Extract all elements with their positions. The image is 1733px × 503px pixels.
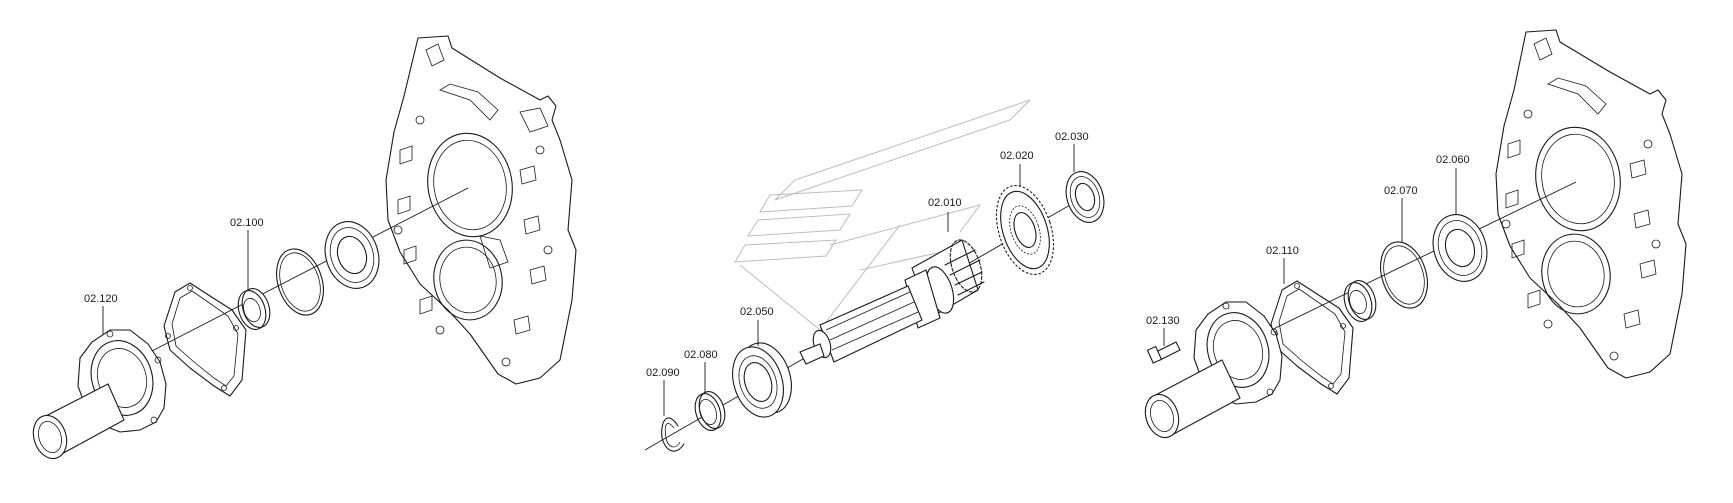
callout-02-020: 02.020 xyxy=(1000,150,1034,186)
right-assembly xyxy=(1144,29,1687,439)
label-02-080: 02.080 xyxy=(684,349,718,361)
callout-02-130: 02.130 xyxy=(1146,315,1180,346)
label-02-090: 02.090 xyxy=(646,367,680,379)
right-shaft-seal xyxy=(1432,214,1488,282)
label-02-110: 02.110 xyxy=(1266,245,1299,257)
right-thin-ring xyxy=(1380,241,1428,309)
center-ring xyxy=(694,391,726,431)
left-thin-ring xyxy=(276,248,324,316)
left-shaft-seal xyxy=(324,221,380,289)
center-snap-ring xyxy=(661,417,685,452)
callout-02-110: 02.110 xyxy=(1266,245,1299,284)
center-assembly xyxy=(644,171,1105,452)
callout-02-050: 02.050 xyxy=(740,306,774,346)
center-bearing xyxy=(732,342,792,418)
watermark-logo xyxy=(734,99,1031,331)
label-02-010: 02.010 xyxy=(928,197,962,209)
callout-02-030: 02.030 xyxy=(1055,131,1089,172)
center-shaft xyxy=(799,239,985,365)
right-axis-line xyxy=(1229,181,1577,351)
right-flange-cover xyxy=(1144,301,1283,439)
label-02-030: 02.030 xyxy=(1055,131,1089,143)
label-02-130: 02.130 xyxy=(1146,315,1180,327)
left-bearing xyxy=(237,288,271,330)
left-flange-cover xyxy=(32,329,167,460)
right-bearing xyxy=(1343,280,1377,322)
callout-02-100: 02.100 xyxy=(230,217,264,290)
left-gasket xyxy=(163,282,247,397)
left-housing-casting xyxy=(385,35,577,385)
callout-02-010: 02.010 xyxy=(928,197,962,232)
callout-02-120: 02.120 xyxy=(84,293,118,334)
right-housing-casting xyxy=(1495,29,1687,379)
label-02-050: 02.050 xyxy=(740,306,774,318)
callout-02-080: 02.080 xyxy=(684,349,718,392)
right-bolt xyxy=(1146,341,1181,364)
label-02-060: 02.060 xyxy=(1436,154,1470,166)
callout-02-060: 02.060 xyxy=(1436,154,1470,214)
callout-02-070: 02.070 xyxy=(1384,185,1418,242)
label-02-100: 02.100 xyxy=(230,217,264,229)
right-gasket xyxy=(1270,280,1354,395)
callout-02-090: 02.090 xyxy=(646,367,680,416)
left-axis-line xyxy=(149,187,469,353)
left-assembly xyxy=(32,35,577,460)
center-gear xyxy=(995,184,1055,276)
label-02-070: 02.070 xyxy=(1384,185,1418,197)
label-02-020: 02.020 xyxy=(1000,150,1034,162)
center-seal xyxy=(1065,171,1105,223)
label-02-120: 02.120 xyxy=(84,293,118,305)
